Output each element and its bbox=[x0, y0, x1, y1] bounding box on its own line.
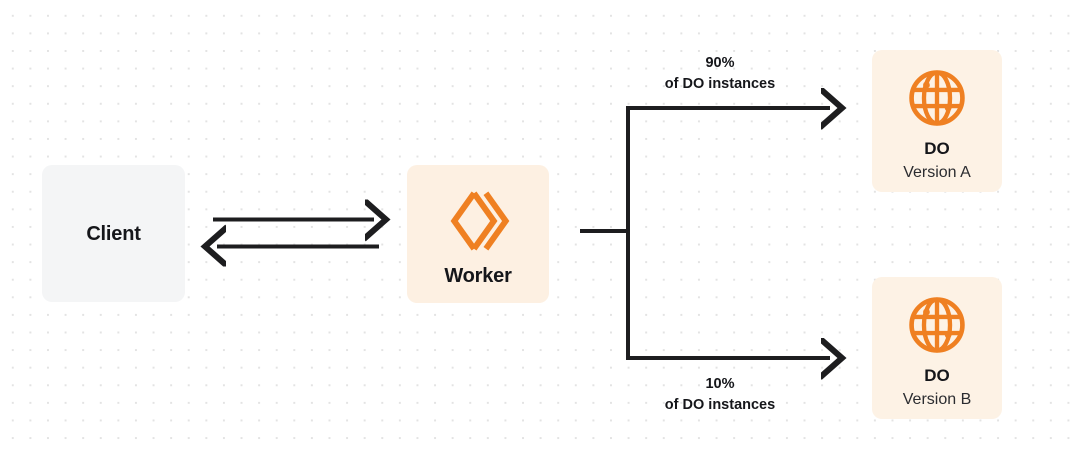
edge-label-do-a-description: of DO instances bbox=[664, 75, 776, 92]
node-do-a-label: DO bbox=[924, 139, 950, 158]
cloudflare-workers-icon bbox=[450, 191, 510, 251]
edge-label-do-b-percent: 10% bbox=[705, 376, 735, 392]
edge-label-do-b: 10% of DO instances bbox=[614, 374, 826, 415]
node-client-label: Client bbox=[86, 222, 141, 245]
node-client: Client bbox=[42, 165, 185, 302]
node-do-a-sublabel: Version A bbox=[903, 164, 971, 181]
node-do-version-b: DO Version B bbox=[872, 277, 1002, 419]
edge-label-do-a: 90% of DO instances bbox=[614, 53, 826, 94]
node-do-b-sublabel: Version B bbox=[902, 391, 972, 408]
edge-label-do-b-description: of DO instances bbox=[664, 396, 776, 413]
node-do-b-label: DO bbox=[924, 366, 950, 385]
globe-icon bbox=[909, 297, 965, 353]
node-do-version-a: DO Version A bbox=[872, 50, 1002, 192]
node-worker-label: Worker bbox=[444, 265, 512, 287]
edge-label-do-a-percent: 90% bbox=[705, 55, 735, 71]
node-worker: Worker bbox=[407, 165, 549, 303]
globe-icon bbox=[909, 70, 965, 126]
